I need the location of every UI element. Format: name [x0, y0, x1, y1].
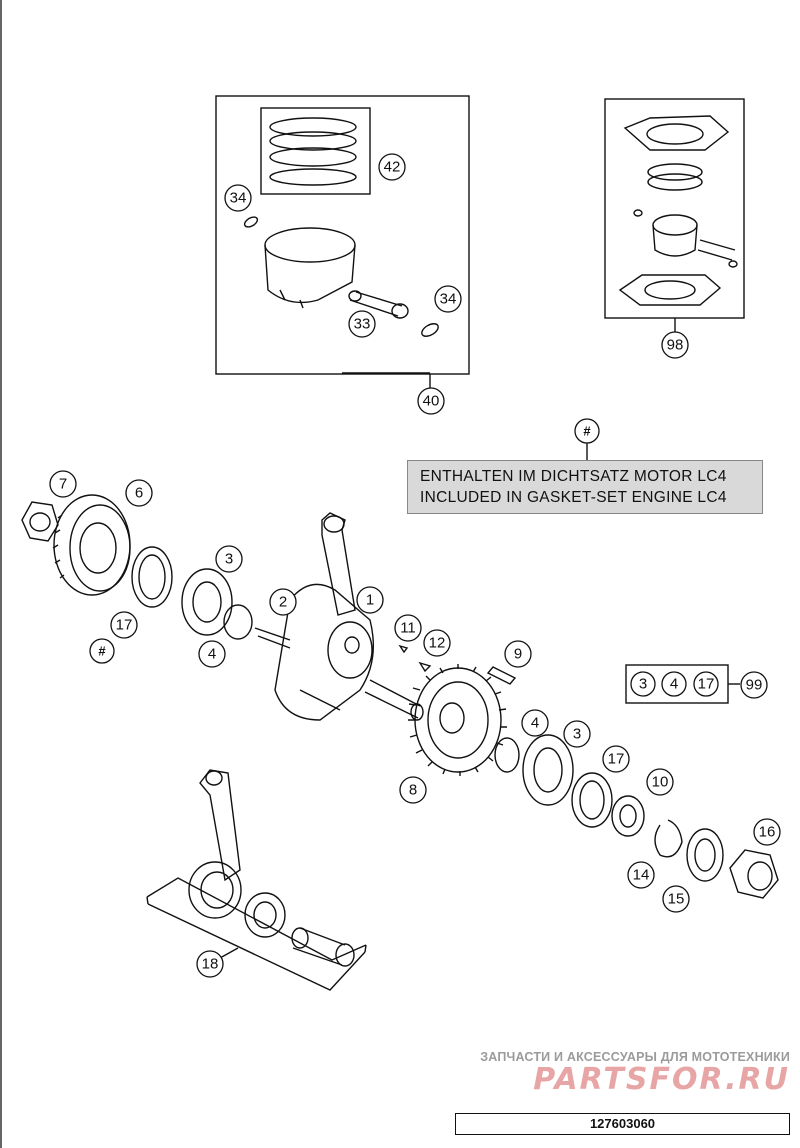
callout-hash-b-label: # — [98, 644, 106, 659]
callout-3b — [563, 720, 591, 748]
watermark: ЗАПЧАСТИ И АКСЕССУАРЫ ДЛЯ МОТОТЕХНИКИ PA… — [470, 1050, 790, 1102]
callout-4a-label: 4 — [208, 646, 216, 663]
callout-17b-label: 17 — [608, 751, 625, 768]
callout-3b-label: 3 — [573, 726, 581, 743]
callout-1-label: 1 — [366, 592, 374, 609]
callout-3a — [215, 545, 243, 573]
kit-99-part-1-label: 3 — [639, 676, 647, 693]
callout-34a-label: 34 — [230, 190, 247, 207]
gasket-set-group — [604, 98, 745, 333]
sprocket-group — [408, 664, 507, 776]
callout-18-label: 18 — [202, 956, 219, 973]
note-line-2: INCLUDED IN GASKET-SET ENGINE LC4 — [420, 489, 727, 506]
callout-7-label: 7 — [59, 476, 67, 493]
callout-11-label: 11 — [400, 620, 416, 637]
callout-14 — [627, 861, 655, 889]
callout-3a-label: 3 — [225, 551, 233, 568]
piston-kit-group — [215, 95, 470, 389]
note-line-1: ENTHALTEN IM DICHTSATZ MOTOR LC4 — [420, 468, 727, 485]
callout-42 — [378, 153, 406, 181]
callout-2 — [269, 588, 297, 616]
callout-hash-a-label: # — [583, 424, 591, 439]
watermark-logo: PARTSFOR.RU — [533, 1062, 790, 1097]
callout-1 — [356, 586, 384, 614]
callout-34b — [434, 285, 462, 313]
callout-40-label: 40 — [423, 393, 440, 410]
callout-labels: 42 34 34 33 40 98 # 7 6 3 2 1 17 # 4 11 … — [59, 159, 776, 973]
drawing-id: 127603060 — [455, 1113, 790, 1135]
callout-2-label: 2 — [279, 594, 287, 611]
callout-16 — [753, 818, 781, 846]
crankshaft-group — [254, 512, 424, 721]
callout-6 — [125, 479, 153, 507]
callout-98-label: 98 — [667, 337, 684, 354]
conrod-kit-group — [146, 769, 367, 991]
callout-16-label: 16 — [759, 824, 776, 841]
callout-99-label: 99 — [746, 677, 763, 694]
callout-17b — [602, 745, 630, 773]
callout-9-label: 9 — [514, 646, 522, 663]
watermark-tagline: ЗАПЧАСТИ И АКСЕССУАРЫ ДЛЯ МОТОТЕХНИКИ — [480, 1050, 790, 1064]
callout-11 — [394, 614, 422, 642]
gasket-set-note: ENTHALTEN IM DICHTSATZ MOTOR LC4 INCLUDE… — [407, 460, 763, 514]
kit-99-part-1 — [630, 671, 656, 697]
callout-15-label: 15 — [668, 891, 685, 908]
callout-9 — [504, 640, 532, 668]
kit-99-part-3-label: 17 — [698, 676, 715, 693]
callout-17a-label: 17 — [116, 617, 133, 634]
callout-12-label: 12 — [429, 635, 446, 652]
callout-14-label: 14 — [633, 867, 650, 884]
callout-34a — [224, 184, 252, 212]
kit-99-part-2-label: 4 — [670, 676, 678, 693]
callout-10 — [646, 768, 674, 796]
callout-18 — [196, 950, 224, 978]
callout-34b-label: 34 — [440, 291, 457, 308]
kit-99-part-2 — [661, 671, 687, 697]
callout-42-label: 42 — [384, 159, 401, 176]
primary-gear-group — [21, 494, 253, 640]
callout-8 — [399, 776, 427, 804]
callout-6-label: 6 — [135, 485, 143, 502]
callout-17a — [110, 611, 138, 639]
callout-33-label: 33 — [354, 316, 371, 333]
callout-99 — [740, 671, 768, 699]
callout-98 — [661, 331, 689, 359]
callouts — [49, 153, 781, 978]
callout-7 — [49, 470, 77, 498]
callout-10-label: 10 — [652, 774, 669, 791]
callout-hash-b — [89, 638, 115, 664]
callout-4b — [521, 709, 549, 737]
callout-12 — [423, 629, 451, 657]
callout-33 — [348, 310, 376, 338]
callout-15 — [662, 885, 690, 913]
callout-40 — [417, 387, 445, 415]
callout-hash-a — [574, 418, 600, 444]
callout-4a — [198, 640, 226, 668]
kit-99-part-3 — [693, 671, 719, 697]
callout-8-label: 8 — [409, 782, 417, 799]
right-bearing-group — [494, 734, 779, 899]
callout-4b-label: 4 — [531, 715, 539, 732]
